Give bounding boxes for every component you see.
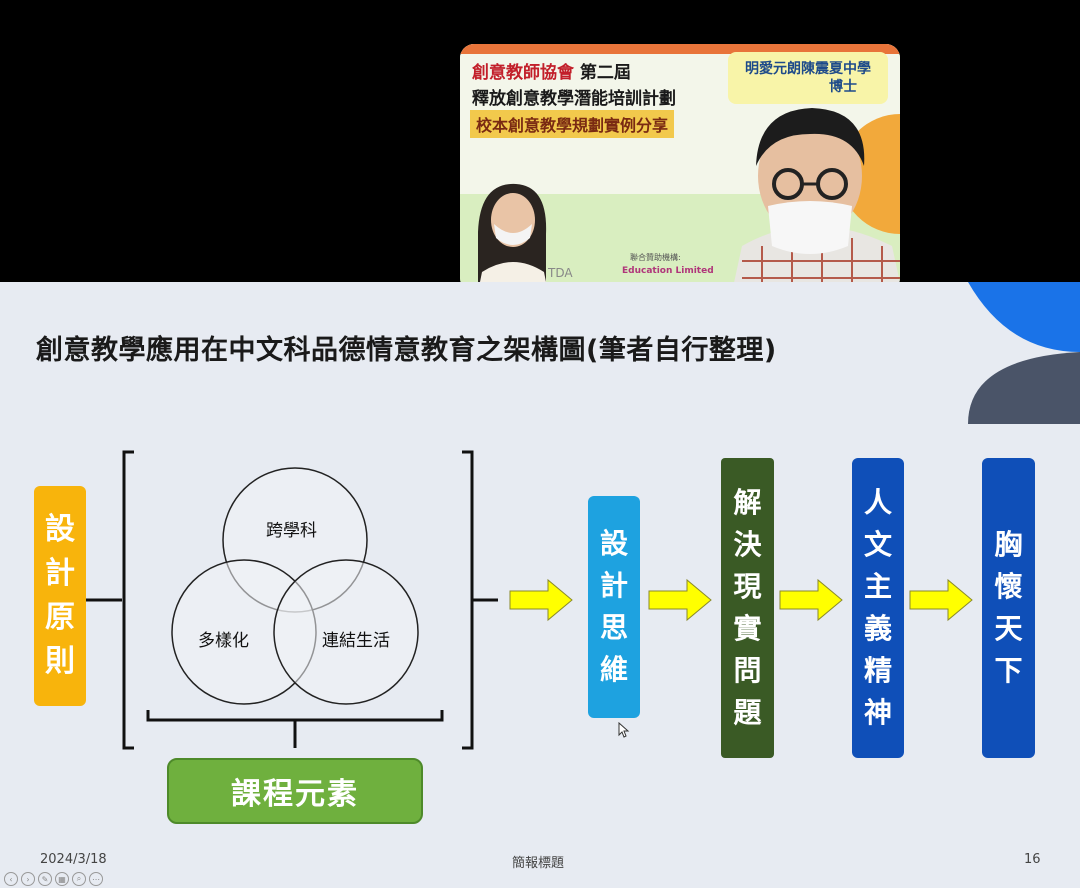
slide-page-number: 16 <box>1024 852 1041 867</box>
arrow-2 <box>648 578 712 622</box>
corner-decoration <box>968 282 1080 424</box>
sponsor-caption: 聯合贊助機構: <box>630 253 681 262</box>
humanism-box: 人 文 主 義 精 神 <box>852 458 904 758</box>
zoom-icon[interactable]: ⌕ <box>72 872 86 886</box>
presenter-toolbar: ‹ › ✎ ▦ ⌕ ⋯ <box>4 872 103 886</box>
arrows <box>509 578 973 622</box>
design-principles-box: 設 計 原 則 <box>34 486 86 706</box>
prev-icon[interactable]: ‹ <box>4 872 18 886</box>
left-bracket <box>122 450 134 750</box>
banner-title-line1: 創意教師協會 第二屆 <box>472 63 631 83</box>
woman-participant-image <box>478 183 548 292</box>
banner-title-line2: 釋放創意教學潛能培訓計劃 <box>472 89 676 109</box>
pen-icon[interactable]: ✎ <box>38 872 52 886</box>
tda-logo: TDA <box>548 266 573 280</box>
arrow-3 <box>779 578 843 622</box>
solve-problems-box: 解 決 現 實 問 題 <box>721 458 774 758</box>
design-thinking-box: 設 計 思 維 <box>588 496 640 718</box>
sponsor-logo: Education Limited <box>622 266 714 276</box>
venn-label-diversity: 多樣化 <box>198 631 249 651</box>
speaker-video[interactable]: 創意教師協會 第二屆 釋放創意教學潛能培訓計劃 校本創意教學規劃實例分享 明愛元… <box>460 44 900 292</box>
venn-label-interdisciplinary: 跨學科 <box>266 521 317 541</box>
school-name-card: 明愛元朗陳震夏中學 博士 <box>728 52 888 104</box>
banner-subtitle: 校本創意教學規劃實例分享 <box>470 110 675 138</box>
world-vision-box: 胸 懷 天 下 <box>982 458 1035 758</box>
mouse-cursor-icon <box>618 722 630 738</box>
slides-icon[interactable]: ▦ <box>55 872 69 886</box>
right-bracket <box>462 450 474 750</box>
slide-footer-title: 簡報標題 <box>512 856 565 871</box>
arrow-4 <box>909 578 973 622</box>
framework-diagram <box>86 450 973 750</box>
slide-date: 2024/3/18 <box>40 852 107 867</box>
bottom-brace <box>146 710 444 722</box>
next-icon[interactable]: › <box>21 872 35 886</box>
presentation-slide: 創意教學應用在中文科品德情意教育之架構圖(筆者自行整理) 跨學科 多樣化 連結生… <box>0 282 1080 888</box>
slide-title: 創意教學應用在中文科品德情意教育之架構圖(筆者自行整理) <box>36 335 777 366</box>
course-elements-box: 課程元素 <box>167 758 423 824</box>
venn-circle-right <box>273 559 419 705</box>
venn-label-life-connection: 連結生活 <box>322 631 390 651</box>
banner-accent <box>460 44 900 54</box>
more-icon[interactable]: ⋯ <box>89 872 103 886</box>
arrow-1 <box>509 578 573 622</box>
man-speaker-image <box>732 108 900 292</box>
